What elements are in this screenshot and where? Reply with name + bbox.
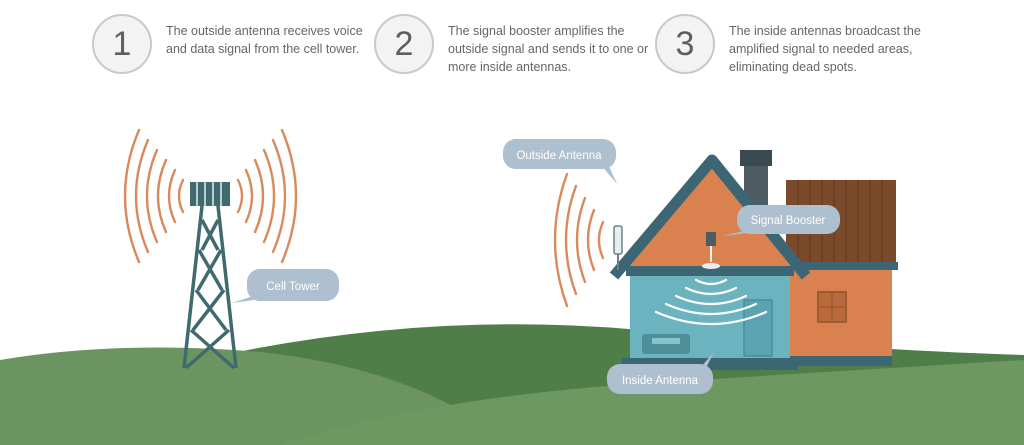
inside-antenna-waves (654, 278, 768, 326)
step-1-number: 1 (92, 14, 152, 74)
house-right-wing (780, 180, 898, 366)
outside-antenna-label: Outside Antenna (503, 139, 617, 184)
step-3-number: 3 (655, 14, 715, 74)
outside-antenna-waves (553, 172, 605, 308)
tower-signal-waves (123, 128, 298, 264)
hill-left (0, 347, 470, 445)
hill-front (280, 360, 1024, 445)
signal-booster-icon (702, 232, 720, 269)
svg-text:Cell Tower: Cell Tower (266, 281, 320, 293)
outside-antenna-icon (613, 225, 623, 270)
step-3: 3 The inside antennas broadcast the ampl… (655, 14, 934, 76)
step-1: 1 The outside antenna receives voice and… (92, 14, 371, 74)
svg-text:Signal Booster: Signal Booster (751, 215, 826, 227)
step-1-text: The outside antenna receives voice and d… (166, 24, 363, 56)
step-3-text: The inside antennas broadcast the amplif… (729, 24, 921, 74)
cell-tower-icon (182, 182, 238, 370)
cell-tower-label: Cell Tower (232, 269, 339, 303)
svg-text:Outside Antenna: Outside Antenna (516, 150, 602, 162)
house-main (609, 154, 811, 370)
signal-booster-label: Signal Booster (722, 205, 840, 236)
step-2-text: The signal booster amplifies the outside… (448, 24, 649, 74)
chimney (740, 150, 772, 208)
svg-text:Inside Antenna: Inside Antenna (622, 375, 699, 387)
step-2-number: 2 (374, 14, 434, 74)
step-2: 2 The signal booster amplifies the outsi… (374, 14, 653, 76)
inside-antenna-label: Inside Antenna (607, 352, 714, 394)
